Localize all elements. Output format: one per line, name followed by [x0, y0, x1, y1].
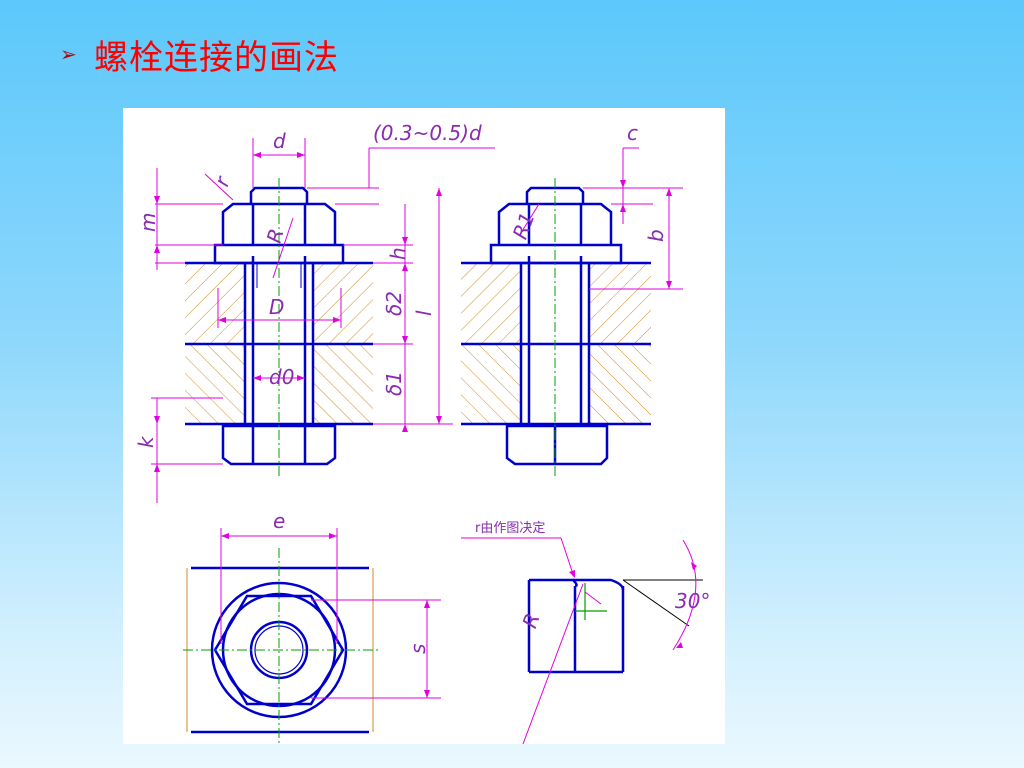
upper-plate-left-r	[461, 263, 521, 344]
front-right-arrowheads	[620, 180, 672, 289]
slide-title-row: ➢ 螺栓连接的画法	[60, 32, 339, 78]
label-c: c	[627, 121, 638, 145]
label-e: e	[273, 509, 285, 533]
label-s: s	[406, 644, 430, 654]
slide-title: 螺栓连接的画法	[94, 37, 339, 78]
label-R: R	[262, 226, 289, 246]
top-view-arrowheads	[221, 533, 430, 698]
upper-plate-right-r	[589, 263, 651, 344]
label-R-detail: R	[517, 610, 544, 631]
arrowhead-bullet-icon: ➢	[60, 42, 77, 66]
dimension-labels: d (0.3~0.5)d c r R R1 m h b D δ2 l d0 δ1…	[134, 121, 710, 654]
bolt-connection-drawing: d (0.3~0.5)d c r R R1 m h b D δ2 l d0 δ1…	[123, 108, 725, 745]
label-d0: d0	[269, 365, 294, 389]
label-h: h	[386, 247, 410, 260]
label-D: D	[269, 295, 284, 319]
chamfer-dimensions	[461, 537, 697, 745]
lower-plate-right-r	[589, 344, 651, 424]
lower-plate-right	[313, 344, 373, 424]
label-l: l	[412, 310, 436, 316]
lower-plate-left-r	[461, 344, 521, 424]
top-view	[183, 548, 379, 744]
top-view-dimensions	[220, 528, 441, 699]
front-left-arrowheads	[154, 152, 442, 472]
label-gap: (0.3~0.5)d	[373, 121, 482, 145]
label-d: d	[273, 129, 286, 153]
chamfer-detail	[527, 578, 703, 674]
label-r: r	[209, 172, 235, 190]
front-view-right	[461, 178, 651, 478]
label-m: m	[136, 213, 160, 232]
upper-plate-left	[185, 263, 245, 344]
label-R1: R1	[508, 209, 540, 242]
chamfer-arrowheads	[569, 562, 697, 648]
lower-plate-left	[185, 344, 245, 424]
label-k: k	[134, 435, 158, 448]
label-angle: 30°	[675, 589, 710, 613]
label-delta1: δ1	[382, 371, 406, 396]
label-delta2: δ2	[382, 291, 406, 316]
label-r-note: r由作图决定	[475, 521, 545, 536]
front-view-left	[185, 178, 373, 478]
label-b: b	[644, 229, 668, 242]
upper-plate-right	[313, 263, 373, 344]
